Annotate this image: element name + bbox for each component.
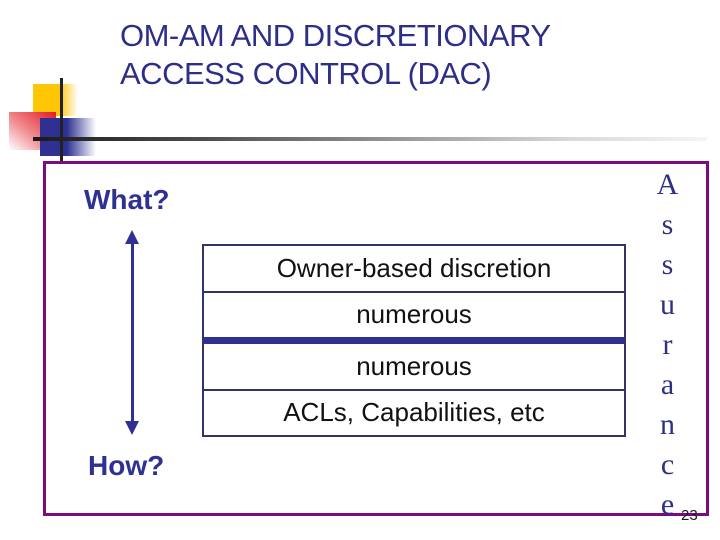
arrow-up-head [125, 230, 139, 244]
slide-title-line1: OM-AM AND DISCRETIONARY [120, 18, 551, 53]
page-number: 23 [681, 507, 698, 524]
how-label: How? [88, 450, 165, 481]
table-row-mechanism: ACLs, Capabilities, etc [283, 397, 545, 428]
what-label: What? [84, 184, 170, 215]
table-row-architecture: numerous [204, 344, 624, 391]
table-row-objective: Owner-based discretion [204, 246, 624, 293]
arrow-shaft [131, 241, 134, 424]
table-row-model: numerous [204, 293, 624, 344]
decoration-vertical-line [60, 78, 63, 167]
decoration-yellow-square [33, 84, 78, 116]
slide-title: OM-AM AND DISCRETIONARY ACCESS CONTROL (… [120, 17, 551, 93]
slide-title-line2: ACCESS CONTROL (DAC) [120, 56, 492, 91]
omam-layers-table: Owner-based discretion numerous numerous… [202, 244, 626, 437]
assurance-vertical-label: Assurance [651, 168, 684, 528]
double-headed-arrow [124, 230, 141, 435]
arrow-down-head [125, 421, 139, 435]
decoration-horizontal-rule [33, 137, 707, 141]
